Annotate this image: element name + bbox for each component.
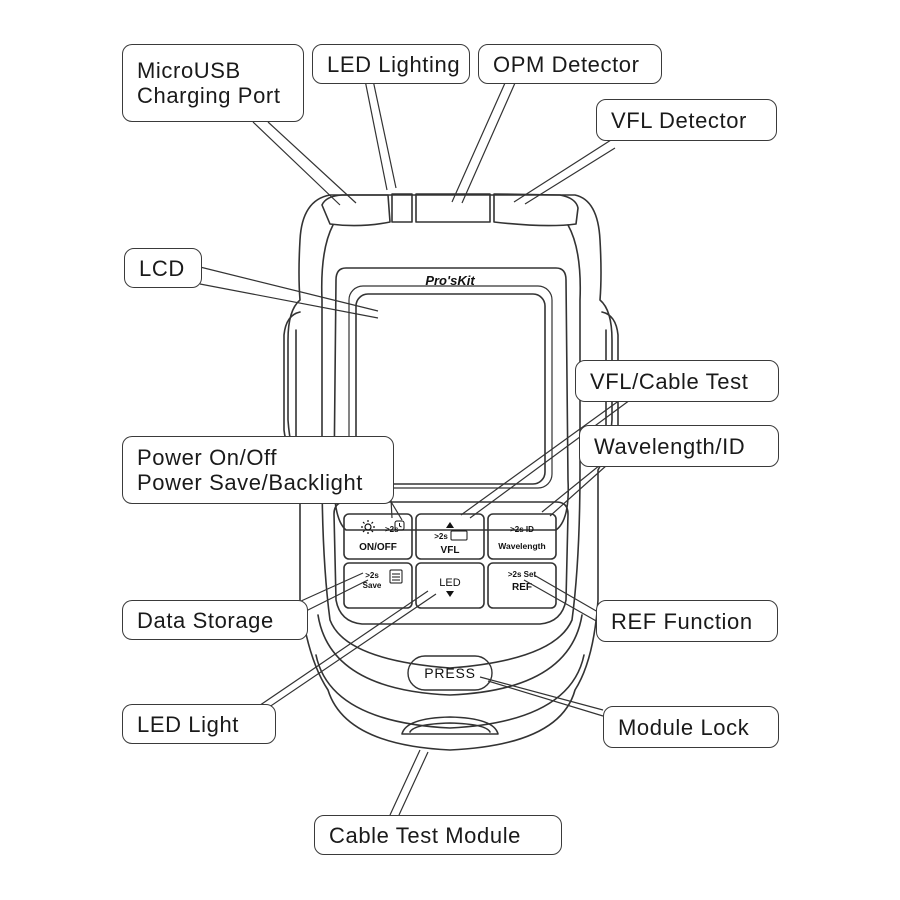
button-led <box>415 562 485 609</box>
device-body <box>287 194 613 751</box>
press-oval <box>407 655 493 691</box>
button-onoff <box>343 513 413 560</box>
button-wavelength-label: Wavelength <box>498 541 545 551</box>
up-arrow-icon <box>446 522 454 528</box>
led-lighting-block <box>391 193 413 223</box>
usb-port-block <box>321 194 391 227</box>
callout-microusb: MicroUSB Charging Port <box>122 44 304 122</box>
button-onoff-label: ON/OFF <box>359 542 397 553</box>
vfl-detector-block <box>493 193 579 227</box>
callout-vfl-detector: VFL Detector <box>596 99 777 141</box>
callout-wavelength-id: Wavelength/ID <box>579 425 779 467</box>
button-save-top: >2s <box>365 571 379 580</box>
callout-led-light: LED Light <box>122 704 276 744</box>
callout-module-lock: Module Lock <box>603 706 779 748</box>
save-file-icon <box>389 569 403 584</box>
opm-detector-block <box>415 193 491 223</box>
button-ref-top: >2s Set <box>508 570 537 579</box>
callout-lcd: LCD <box>124 248 202 288</box>
keypad-panel <box>333 501 569 625</box>
button-wavelength <box>487 513 557 560</box>
callout-cable-test-module: Cable Test Module <box>314 815 562 855</box>
callout-vfl-cable-test: VFL/Cable Test <box>575 360 779 402</box>
sun-icon <box>361 520 375 534</box>
button-wavelength-top: >2s ID <box>510 525 534 534</box>
callout-opm-detector: OPM Detector <box>478 44 662 84</box>
module-slot <box>401 716 499 735</box>
callout-power: Power On/Off Power Save/Backlight <box>122 436 394 504</box>
button-vfl-top: >2s <box>434 532 448 541</box>
callout-led-lighting: LED Lighting <box>312 44 470 84</box>
brand-logo: Pro'sKit <box>425 273 475 288</box>
callout-ref-function: REF Function <box>596 600 778 642</box>
down-arrow-icon <box>446 591 454 597</box>
button-onoff-top: >2s <box>385 525 399 534</box>
button-vfl-label: VFL <box>441 545 460 556</box>
leader-lines <box>199 79 631 816</box>
button-save-label: Save <box>363 581 382 590</box>
button-led-label: LED <box>439 577 460 589</box>
button-vfl <box>415 513 485 560</box>
callout-data-storage: Data Storage <box>122 600 308 640</box>
press-label: PRESS <box>424 665 475 681</box>
timer-icon <box>394 520 405 531</box>
lcd-screen <box>355 293 546 485</box>
cable-icon <box>450 530 468 541</box>
left-grip <box>283 311 301 456</box>
button-save <box>343 562 413 609</box>
button-ref <box>487 562 557 609</box>
button-ref-label: REF <box>512 582 532 593</box>
